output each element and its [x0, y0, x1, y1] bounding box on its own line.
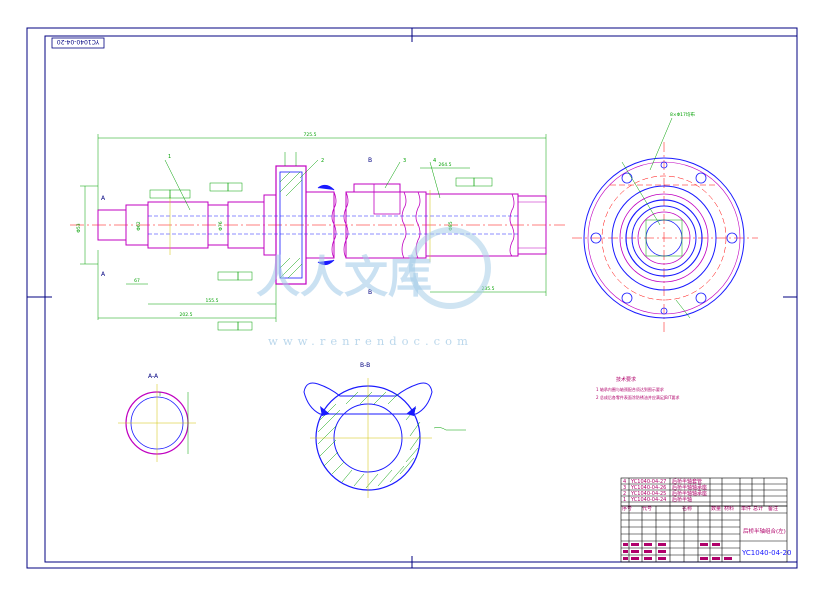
balloon-3: 3	[403, 158, 406, 164]
part-row-2-no: 3	[623, 485, 626, 491]
header-code: 代号	[642, 505, 652, 512]
header-name: 名称	[682, 505, 692, 512]
header-qty: 数量	[711, 505, 721, 512]
header-unit: 单件	[741, 505, 751, 512]
dim-d8: Φ53	[76, 223, 82, 232]
bolt-circle-label: 8×Φ17均布	[670, 111, 695, 118]
parts-list	[620, 477, 788, 507]
part-name: 后桥半轴组合(左)	[743, 527, 786, 535]
part-row-4-code: YC1040-04-24	[630, 497, 666, 503]
balloon-leaders	[164, 159, 441, 211]
tolerance-frames	[149, 177, 493, 331]
dim-d4: 67	[134, 278, 140, 284]
drawing-number-top: YC1040-04-20	[57, 38, 101, 45]
header-total: 总计	[753, 505, 763, 512]
drawing-number: YC1040-04-20	[741, 549, 791, 557]
dim-d2: 202.5	[180, 312, 193, 318]
watermark: 人人文库 www.renrendoc.com	[256, 227, 491, 348]
section-marker-b-top: B	[368, 157, 372, 164]
section-marker-b-bottom: B	[368, 289, 372, 296]
title-block	[620, 505, 788, 563]
dim-d7: 264.5	[439, 162, 452, 168]
part-row-1-no: 4	[623, 479, 626, 485]
part-row-3-no: 2	[623, 491, 626, 497]
header-material: 材料	[724, 505, 734, 512]
balloon-2: 2	[321, 158, 324, 164]
part-row-1-code: YC1040-04-27	[630, 479, 666, 485]
dim-overall: 725.5	[304, 132, 317, 138]
part-row-4-no: 1	[623, 497, 626, 503]
part-row-2-name: 后桥半轴轴承座	[672, 484, 707, 491]
notes-title: 技术要求	[616, 376, 636, 383]
dim-d1: 155.5	[206, 298, 219, 304]
section-bb-view: B-B	[303, 362, 466, 498]
dim-d11: Φ85	[448, 221, 454, 230]
balloon-4: 4	[433, 158, 436, 164]
part-row-3-name: 后桥半轴轴承座	[672, 490, 707, 497]
part-row-2-code: YC1040-04-26	[630, 485, 666, 491]
balloon-1: 1	[168, 154, 171, 160]
parts-list-rows: 4 YC1040-04-27 后桥半轴套管 3 YC1040-04-26 后桥半…	[623, 478, 707, 503]
dimension-lines	[80, 134, 547, 322]
section-marker-a-top: A	[101, 195, 106, 202]
header-no: 序号	[622, 505, 632, 512]
watermark-url: www.renrendoc.com	[268, 334, 473, 348]
dim-d9: Φ62	[136, 221, 142, 230]
part-row-1-name: 后桥半轴套管	[672, 478, 702, 485]
title-block-fills	[623, 543, 732, 560]
header-remarks: 备注	[768, 505, 778, 512]
section-bb-title: B-B	[360, 362, 370, 369]
inner-frame	[44, 35, 798, 563]
part-row-3-code: YC1040-04-25	[630, 491, 666, 497]
main-shaft-view: A A B B	[70, 157, 565, 296]
notes-item-2: 2 总成后各零件表面涂防锈油并应满足JB/T要求	[596, 394, 680, 400]
section-marker-a-bottom: A	[101, 271, 106, 278]
watermark-brand: 人人文库	[256, 252, 432, 303]
dim-d3: 235.5	[482, 286, 495, 292]
flange-end-view	[572, 117, 758, 335]
parts-list-headers: 序号 代号 名称 数量 材料 单件 总计 备注	[622, 505, 778, 512]
dim-d10: Φ76	[218, 221, 224, 230]
section-aa-title: A-A	[148, 373, 159, 380]
section-aa-view: A-A	[118, 373, 196, 462]
drawing-number-box	[51, 37, 105, 49]
part-row-4-name: 后桥半轴	[672, 496, 692, 503]
notes-item-1: 1 轴承内圈与轴颈配合须达到图示要求	[596, 386, 664, 392]
